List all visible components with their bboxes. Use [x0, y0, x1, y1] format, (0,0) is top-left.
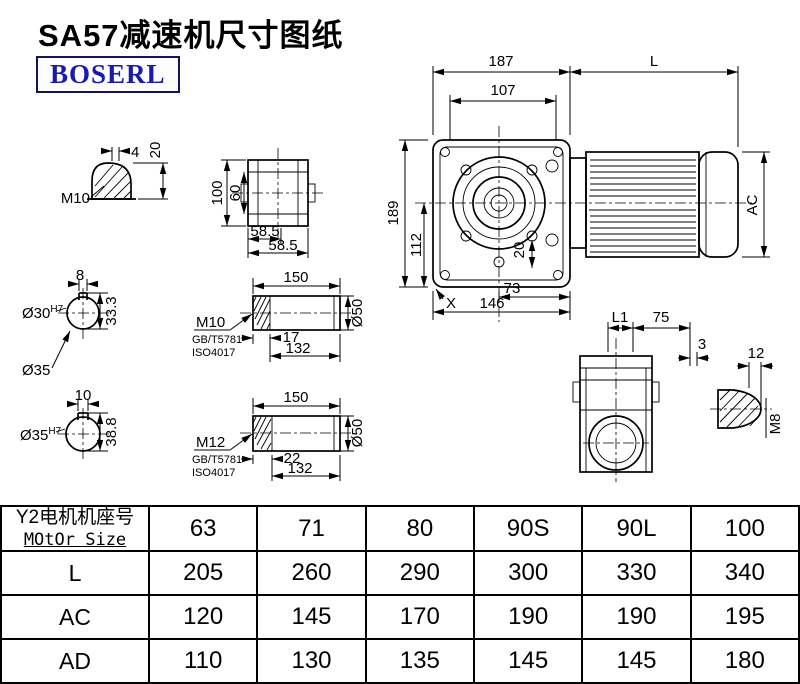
dim-22: 22 — [284, 450, 301, 467]
table-header-cn: Y2电机机座号 — [15, 507, 135, 528]
brand-logo: BOSERL — [36, 56, 180, 93]
label-X: X — [446, 295, 456, 312]
motor-size-value: 80 — [364, 504, 475, 553]
row-label: AC — [0, 594, 150, 641]
dim-33-3: 33.3 — [103, 296, 120, 325]
dim-AC: AC — [744, 194, 761, 215]
dim-value: 195 — [689, 594, 800, 641]
dim-3: 3 — [698, 336, 706, 353]
flange-top-view: 100 60 58.5 58.5 — [209, 148, 325, 258]
shaft-dia-35-label: Ø35 — [22, 362, 50, 379]
output-shaft-section: 10 Ø35H7 38.8 — [20, 387, 120, 460]
key-end-view: 4 20 M10 — [61, 142, 168, 207]
shaft-tip-detail: 12 M8 — [710, 345, 784, 438]
dim-58-5-a: 58.5 — [250, 223, 279, 240]
dim-38-8: 38.8 — [103, 417, 120, 446]
dim-value: 190 — [581, 594, 692, 641]
dim-value: 330 — [581, 550, 692, 597]
motor-size-value: 63 — [147, 504, 259, 553]
dim-value: 145 — [581, 638, 692, 684]
dia-50-output: Ø50 — [349, 419, 366, 447]
thread-label-m10: M10 — [196, 314, 225, 331]
side-view-dimensions: L1 75 3 — [607, 309, 709, 366]
dim-value: 340 — [689, 550, 800, 597]
dim-132-input: 132 — [285, 340, 310, 357]
dim-73: 73 — [504, 280, 521, 297]
row-label: AD — [0, 638, 150, 684]
input-shaft-section: 8 Ø30H7 33.3 Ø35 — [22, 267, 120, 379]
table-header-cell: Y2电机机座号 MOtOr Size — [0, 504, 150, 553]
dim-20: 20 — [511, 242, 528, 259]
dim-value: 170 — [364, 594, 475, 641]
table-row-AC: AC 120 145 170 190 190 195 — [0, 594, 800, 641]
dim-187: 187 — [488, 53, 513, 70]
row-label: L — [0, 550, 150, 597]
dim-132-output: 132 — [287, 460, 312, 477]
main-view-dimensions: 187 L 107 189 112 20 73 146 X — [385, 53, 770, 320]
page-title: SA57减速机尺寸图纸 — [38, 18, 344, 53]
dim-58-5-b: 58.5 — [268, 237, 297, 254]
dim-10: 10 — [75, 387, 92, 404]
dim-value: 180 — [689, 638, 800, 684]
technical-drawing: 187 L 107 189 112 20 73 146 X — [20, 53, 784, 482]
gearbox-side-view — [572, 338, 660, 482]
dim-value: 205 — [147, 550, 259, 597]
dim-150-input: 150 — [283, 269, 308, 286]
dim-189: 189 — [385, 200, 402, 225]
dim-value: 120 — [147, 594, 259, 641]
dim-17: 17 — [283, 329, 300, 346]
standard-gb-input: GB/T5781 — [192, 334, 242, 346]
motor-size-value: 100 — [689, 504, 800, 553]
dim-112: 112 — [408, 233, 425, 257]
dim-value: 110 — [147, 638, 259, 684]
main-front-view — [415, 126, 752, 322]
thread-M8-label: M8 — [767, 414, 784, 435]
dim-107: 107 — [490, 82, 515, 99]
standard-iso-output: ISO4017 — [192, 467, 235, 479]
table-row-AD: AD 110 130 135 145 145 180 — [0, 638, 800, 684]
motor-size-table: Y2电机机座号 MOtOr Size 63 71 80 90S 90L 100 … — [0, 504, 800, 684]
dim-L: L — [650, 53, 658, 70]
dim-L1: L1 — [612, 309, 629, 326]
dim-20-key: 20 — [147, 142, 164, 159]
dim-value: 300 — [472, 550, 584, 597]
motor-size-value: 90S — [472, 504, 584, 553]
output-shaft-side: 150 Ø50 22 132 M12 GB/T5781 ISO4017 — [192, 389, 366, 481]
dim-value: 260 — [256, 550, 367, 597]
dim-8: 8 — [76, 267, 84, 284]
dim-150-output: 150 — [283, 389, 308, 406]
dia-50-input: Ø50 — [349, 299, 366, 327]
input-shaft-side: 150 Ø50 17 132 M10 GB/T5781 ISO4017 — [192, 269, 366, 362]
dim-4: 4 — [131, 144, 139, 161]
dim-value: 145 — [472, 638, 584, 684]
dim-146: 146 — [479, 295, 504, 312]
dim-value: 145 — [256, 594, 367, 641]
table-header-en: MOtOr Size — [23, 529, 127, 550]
motor-size-value: 90L — [581, 504, 692, 553]
table-row-L: L 205 260 290 300 330 340 — [0, 550, 800, 597]
bore-dia-30-label: Ø30H7 — [22, 304, 64, 322]
bore-dia-35-label: Ø35H7 — [20, 426, 62, 444]
dim-value: 135 — [364, 638, 475, 684]
thread-M10-label: M10 — [61, 190, 90, 207]
dim-value: 190 — [472, 594, 584, 641]
standard-gb-output: GB/T5781 — [192, 454, 242, 466]
dim-value: 290 — [364, 550, 475, 597]
dim-75: 75 — [653, 309, 670, 326]
dim-12: 12 — [748, 345, 765, 362]
dim-60: 60 — [227, 185, 244, 202]
motor-size-value: 71 — [256, 504, 367, 553]
standard-iso-input: ISO4017 — [192, 347, 235, 359]
dim-100: 100 — [209, 180, 226, 205]
table-row-motor-size: Y2电机机座号 MOtOr Size 63 71 80 90S 90L 100 — [0, 504, 800, 553]
dim-value: 130 — [256, 638, 367, 684]
thread-label-m12: M12 — [196, 434, 225, 451]
